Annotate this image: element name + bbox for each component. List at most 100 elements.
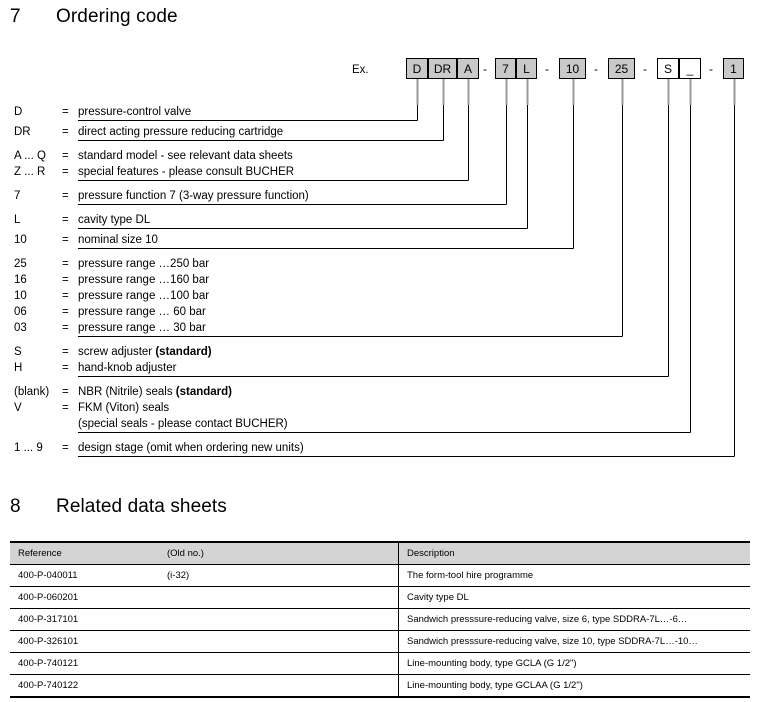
legend-code: 16 — [14, 274, 27, 286]
legend-description: FKM (Viton) seals — [78, 402, 170, 414]
code-separator-dash: - — [643, 62, 647, 76]
cell-reference: 400-P-740122 — [10, 674, 159, 698]
legend-code: Z ... R — [14, 166, 46, 178]
legend-description: direct acting pressure reducing cartridg… — [78, 126, 284, 138]
legend-equals: = — [62, 402, 69, 414]
legend-code: 06 — [14, 306, 27, 318]
cell-description: Sandwich presssure-reducing valve, size … — [398, 608, 750, 631]
legend-code: 25 — [14, 258, 27, 270]
table-body: 400-P-040011(i-32)The form-tool hire pro… — [10, 564, 750, 698]
table-row: 400-P-040011(i-32)The form-tool hire pro… — [10, 564, 750, 587]
legend-code: 1 ... 9 — [14, 442, 43, 454]
legend-code: S — [14, 346, 22, 358]
legend-equals: = — [62, 214, 69, 226]
legend-code: 7 — [14, 190, 21, 202]
legend-equals: = — [62, 290, 69, 302]
table-row: 400-P-326101 Sandwich presssure-reducing … — [10, 630, 750, 653]
table-row: 400-P-317101 Sandwich presssure-reducing … — [10, 608, 750, 631]
legend-code: A ... Q — [14, 150, 46, 162]
legend-equals: = — [62, 234, 69, 246]
table-header: Reference (Old no.) Description — [10, 541, 750, 565]
legend-code: D — [14, 106, 23, 118]
legend-equals: = — [62, 306, 69, 318]
legend-description: screw adjuster (standard) — [78, 346, 212, 358]
cell-old-no — [159, 630, 399, 653]
cell-description: Cavity type DL — [398, 586, 750, 609]
table-row: 400-P-060201 Cavity type DL — [10, 586, 750, 609]
section-title: Related data sheets — [56, 496, 227, 517]
legend-description: pressure-control valve — [78, 106, 192, 118]
legend-equals: = — [62, 386, 69, 398]
legend-code: V — [14, 402, 22, 414]
cell-description: Line-mounting body, type GCLA (G 1/2") — [398, 652, 750, 675]
cell-old-no — [159, 652, 399, 675]
legend-code: 10 — [14, 290, 27, 302]
section-number: 7 — [10, 6, 21, 27]
legend-description: pressure range … 60 bar — [78, 306, 206, 318]
cell-old-no: (i-32) — [159, 564, 399, 587]
legend-equals: = — [62, 346, 69, 358]
legend-description: pressure range …100 bar — [78, 290, 210, 302]
code-box-25: 25 — [608, 58, 635, 79]
code-box-s: S — [657, 58, 679, 79]
legend-code: 03 — [14, 322, 27, 334]
section-title: Ordering code — [56, 6, 178, 27]
cell-reference: 400-P-740121 — [10, 652, 159, 675]
legend-description: pressure range …250 bar — [78, 258, 210, 270]
code-separator-dash: - — [594, 62, 598, 76]
code-separator-dash: - — [545, 62, 549, 76]
legend-code: 10 — [14, 234, 27, 246]
legend-description: NBR (Nitrile) seals (standard) — [78, 386, 232, 398]
legend-equals: = — [62, 126, 69, 138]
cell-reference: 400-P-326101 — [10, 630, 159, 653]
cell-old-no — [159, 608, 399, 631]
legend-code: H — [14, 362, 23, 374]
legend-description: nominal size 10 — [78, 234, 158, 246]
cell-old-no — [159, 674, 399, 698]
cell-description: The form-tool hire programme — [398, 564, 750, 587]
legend-description: design stage (omit when ordering new uni… — [78, 442, 304, 454]
code-box-1: 1 — [723, 58, 744, 79]
column-header-description: Description — [398, 541, 750, 565]
code-box-blank: _ — [679, 58, 701, 79]
cell-reference: 400-P-060201 — [10, 586, 159, 609]
code-box-l: L — [516, 58, 537, 79]
legend-description: hand-knob adjuster — [78, 362, 177, 374]
legend-equals: = — [62, 106, 69, 118]
legend-code: DR — [14, 126, 31, 138]
code-box-7: 7 — [495, 58, 516, 79]
legend-description: pressure range … 30 bar — [78, 322, 206, 334]
legend-equals: = — [62, 442, 69, 454]
legend-code: (blank) — [14, 386, 50, 398]
table-row: 400-P-740121 Line-mounting body, type GCL… — [10, 652, 750, 675]
column-header-reference: Reference — [10, 541, 159, 565]
example-label: Ex. — [352, 64, 369, 76]
legend-code: L — [14, 214, 21, 226]
cell-description: Line-mounting body, type GCLAA (G 1/2") — [398, 674, 750, 698]
cell-description: Sandwich presssure-reducing valve, size … — [398, 630, 750, 653]
section-number: 8 — [10, 496, 21, 517]
cell-old-no — [159, 586, 399, 609]
legend-equals: = — [62, 362, 69, 374]
legend-equals: = — [62, 258, 69, 270]
legend-description: (special seals - please contact BUCHER) — [78, 418, 288, 430]
legend-equals: = — [62, 150, 69, 162]
cell-reference: 400-P-040011 — [10, 564, 159, 587]
code-box-dr: DR — [428, 58, 457, 79]
legend-description: special features - please consult BUCHER — [78, 166, 295, 178]
legend-description: pressure range …160 bar — [78, 274, 210, 286]
code-box-10: 10 — [559, 58, 586, 79]
code-box-d: D — [406, 58, 428, 79]
cell-reference: 400-P-317101 — [10, 608, 159, 631]
table-header-row: Reference (Old no.) Description — [10, 541, 750, 565]
legend-equals: = — [62, 322, 69, 334]
legend-equals: = — [62, 166, 69, 178]
column-header-old-no: (Old no.) — [159, 541, 399, 565]
code-separator-dash: - — [483, 62, 487, 76]
legend-description: pressure function 7 (3-way pressure func… — [78, 190, 309, 202]
related-data-sheets-table: Reference (Old no.) Description 400-P-04… — [10, 541, 750, 698]
legend-description: standard model - see relevant data sheet… — [78, 150, 293, 162]
legend-equals: = — [62, 274, 69, 286]
